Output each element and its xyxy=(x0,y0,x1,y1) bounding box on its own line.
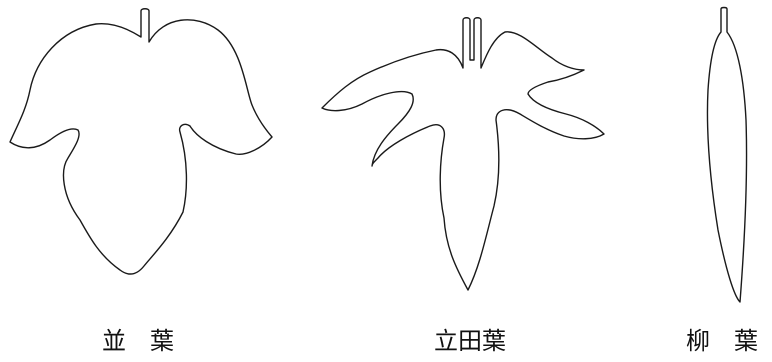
leaf-outline-yanagiba xyxy=(706,6,748,303)
leaf-outline-namiba xyxy=(9,8,273,275)
leaf-caption-namiba: 並 葉 xyxy=(102,327,174,355)
leaf-caption-yanagiba: 柳 葉 xyxy=(686,327,758,355)
leaf-outline-tatsutaba xyxy=(321,17,605,291)
leaf-caption-tatsutaba: 立田葉 xyxy=(434,327,506,355)
